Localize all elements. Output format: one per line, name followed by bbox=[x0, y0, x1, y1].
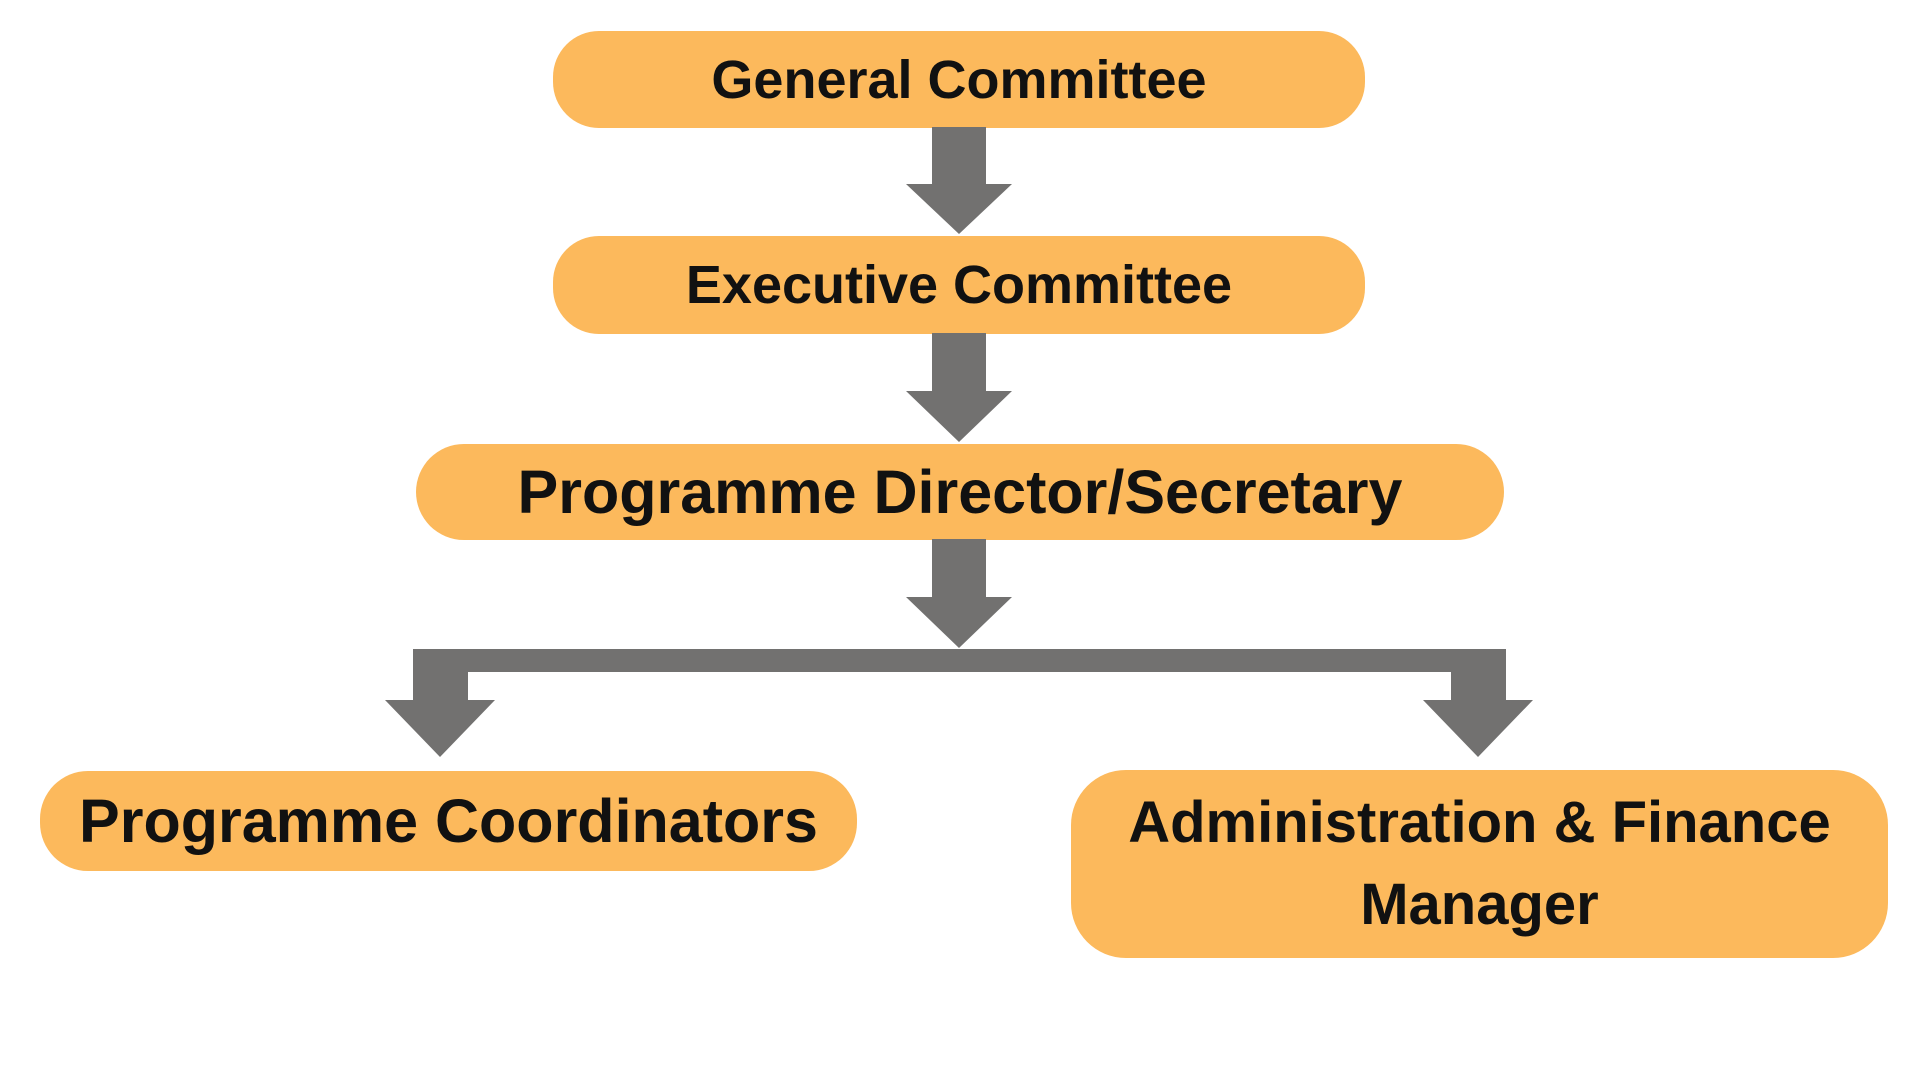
arrow-branch-to-admin-stem bbox=[1451, 649, 1506, 700]
node-general-committee-label: General Committee bbox=[711, 49, 1207, 110]
node-administration-finance-manager-label: Administration & Finance Manager bbox=[1128, 789, 1831, 937]
node-programme-director-secretary-label: Programme Director/Secretary bbox=[517, 458, 1403, 526]
arrow-executive-to-director-stem bbox=[932, 333, 986, 391]
arrow-general-to-executive-head-icon bbox=[906, 184, 1012, 234]
arrow-branch-to-admin-head-icon bbox=[1423, 700, 1533, 757]
node-general-committee: General Committee bbox=[553, 31, 1365, 128]
arrow-branch-to-coordinators-stem bbox=[413, 649, 468, 700]
branch-connector-bar bbox=[413, 649, 1506, 672]
node-executive-committee: Executive Committee bbox=[553, 236, 1365, 334]
node-executive-committee-label: Executive Committee bbox=[685, 255, 1233, 315]
node-programme-director-secretary: Programme Director/Secretary bbox=[416, 444, 1504, 540]
arrow-executive-to-director-head-icon bbox=[906, 391, 1012, 442]
node-administration-finance-manager: Administration & Finance Manager bbox=[1071, 770, 1888, 958]
arrow-director-to-branch-stem bbox=[932, 539, 986, 597]
node-programme-coordinators: Programme Coordinators bbox=[40, 771, 857, 871]
arrow-general-to-executive-stem bbox=[932, 127, 986, 184]
arrow-branch-to-coordinators-head-icon bbox=[385, 700, 495, 757]
node-programme-coordinators-label: Programme Coordinators bbox=[79, 787, 818, 855]
arrow-director-to-branch-head-icon bbox=[906, 597, 1012, 648]
